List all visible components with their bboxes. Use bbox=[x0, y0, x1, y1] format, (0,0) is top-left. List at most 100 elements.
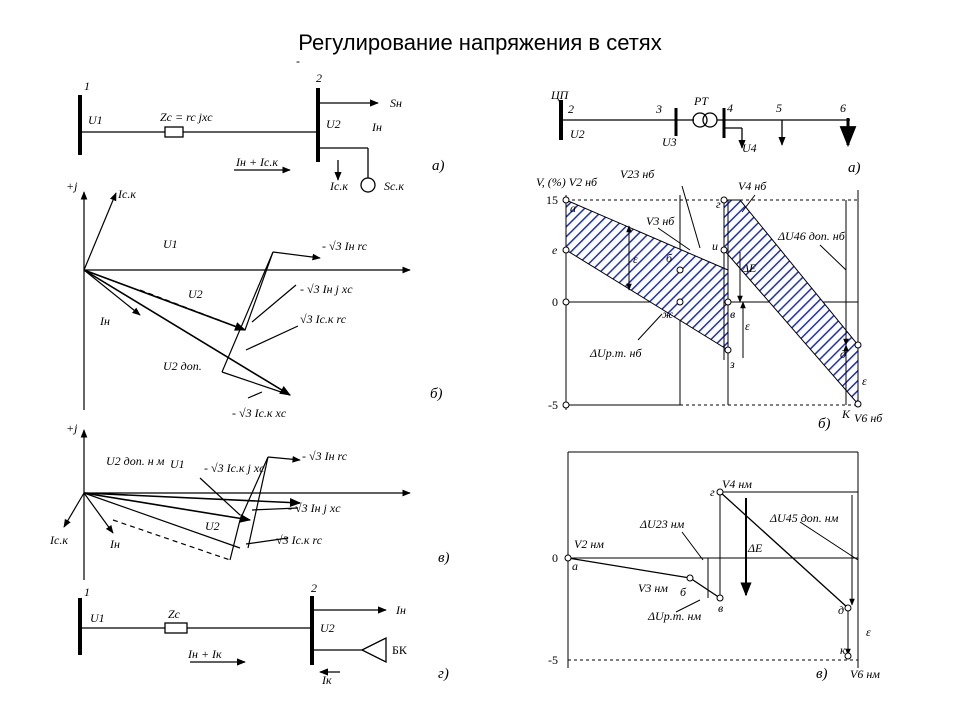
right-network-a bbox=[559, 100, 857, 149]
right-v-v: в bbox=[718, 601, 723, 615]
right-b-panel: б) bbox=[818, 416, 831, 432]
right-v-du23: ΔU23 нм bbox=[639, 517, 685, 531]
left-v-axis: +j bbox=[66, 421, 78, 435]
right-b-v6: V6 нб bbox=[854, 411, 883, 425]
right-b-k: К bbox=[841, 407, 851, 421]
right-b-eps3: ε bbox=[862, 374, 867, 388]
left-circuit-a bbox=[78, 88, 379, 193]
right-b-b: б bbox=[666, 251, 673, 265]
left-b-v2: - √3 Iн j xc bbox=[300, 282, 353, 296]
left-v-u1: U1 bbox=[170, 457, 185, 471]
right-b-z: з bbox=[729, 357, 735, 371]
right-b-t0: 0 bbox=[552, 295, 558, 309]
right-v-points bbox=[564, 488, 852, 660]
left-v-in: Iн bbox=[109, 537, 120, 551]
right-a-rt: РТ bbox=[693, 94, 709, 108]
transformer-coil-2-icon bbox=[702, 112, 718, 128]
right-b-v23: V23 нб bbox=[620, 167, 655, 181]
left-a-u2: U2 bbox=[326, 117, 341, 131]
right-a-u2: U2 bbox=[570, 127, 585, 141]
right-v-d: д bbox=[838, 603, 844, 617]
left-b-panel: б) bbox=[430, 386, 443, 402]
right-v-a: а bbox=[572, 559, 578, 573]
left-b-in: Iн bbox=[99, 314, 110, 328]
left-b-u2dop: U2 доп. bbox=[163, 359, 202, 373]
right-a-n3: 3 bbox=[655, 102, 662, 116]
impedance-g-resistor bbox=[164, 622, 188, 634]
right-v-v2: V2 нм bbox=[574, 537, 604, 551]
right-b-e: е bbox=[552, 243, 558, 257]
right-a-panel: а) bbox=[848, 160, 861, 176]
left-v-v4: √3 Iс.к rc bbox=[276, 533, 323, 547]
left-g-panel: г) bbox=[438, 666, 449, 682]
left-phasor-v bbox=[63, 429, 411, 580]
right-b-t15: 15 bbox=[546, 193, 558, 207]
left-a-isum: Iн + Iс.к bbox=[235, 155, 278, 169]
right-diagram-v bbox=[567, 451, 859, 668]
right-a-n2: 2 bbox=[568, 102, 574, 116]
left-a-u1: U1 bbox=[88, 113, 103, 127]
left-v-v1: - √3 Iс.к j xc bbox=[204, 461, 265, 475]
right-v-durt: ΔUр.т. нм bbox=[647, 609, 701, 623]
right-a-n6: 6 bbox=[840, 101, 846, 115]
right-v-t0: 0 bbox=[552, 551, 558, 565]
right-v-tm5: -5 bbox=[548, 653, 558, 667]
right-v-v6: V6 нм bbox=[850, 667, 880, 681]
right-a-u4: U4 bbox=[742, 141, 757, 155]
left-g-node2: 2 bbox=[311, 581, 317, 595]
right-b-durt: ΔUр.т. нб bbox=[589, 346, 642, 360]
right-b-du46: ΔU46 доп. нб bbox=[777, 229, 846, 243]
page-title: Регулирование напряжения в сетях bbox=[298, 30, 662, 55]
right-b-d: д bbox=[840, 347, 846, 361]
left-g-isum: Iн + Iк bbox=[187, 647, 222, 661]
right-b-v4: V4 нб bbox=[738, 179, 767, 193]
right-a-n5: 5 bbox=[776, 101, 782, 115]
right-b-eps: ε bbox=[633, 252, 638, 266]
right-v-du45: ΔU45 доп. нм bbox=[769, 511, 839, 525]
left-v-panel: в) bbox=[438, 550, 450, 566]
title-mark: - bbox=[296, 54, 300, 68]
right-v-de: ΔE bbox=[747, 541, 763, 555]
right-b-g: г bbox=[716, 197, 721, 211]
right-v-g: г bbox=[710, 485, 715, 499]
right-b-zh: ж bbox=[662, 307, 673, 321]
left-v-v3: - √3 Iн j xc bbox=[288, 501, 341, 515]
left-a-panel: а) bbox=[432, 158, 445, 174]
right-v-k: к bbox=[840, 643, 846, 657]
capacitor-bank-icon bbox=[360, 636, 387, 664]
impedance-resistor bbox=[164, 126, 184, 138]
right-v-b: б bbox=[680, 585, 687, 599]
left-a-in: Iн bbox=[371, 120, 382, 134]
left-v-v2: - √3 Iн rc bbox=[302, 449, 348, 463]
right-v-v4: V4 нм bbox=[722, 477, 752, 491]
left-a-isk: Iс.к bbox=[329, 179, 348, 193]
right-b-v: в bbox=[730, 307, 735, 321]
right-b-v3: V3 нб bbox=[646, 214, 675, 228]
left-b-axis: +j bbox=[66, 179, 78, 193]
left-v-u2: U2 bbox=[205, 519, 220, 533]
left-b-v3: √3 Iс.к rc bbox=[300, 312, 347, 326]
right-diagram-b bbox=[565, 185, 859, 410]
right-b-yhead: V, (%) V2 нб bbox=[536, 175, 598, 189]
left-g-u1: U1 bbox=[90, 611, 105, 625]
right-b-points bbox=[562, 196, 862, 409]
left-b-v1: - √3 Iн rc bbox=[322, 239, 368, 253]
left-a-ssk: Sс.к bbox=[384, 179, 404, 193]
right-b-eps2: ε bbox=[745, 319, 750, 333]
right-b-i: и bbox=[712, 239, 718, 253]
right-b-de: ΔE bbox=[741, 261, 757, 275]
right-a-u3: U3 bbox=[662, 135, 677, 149]
left-g-bk: БК bbox=[392, 643, 408, 657]
right-b-tm5: -5 bbox=[548, 398, 558, 412]
left-b-v4: - √3 Iс.к xc bbox=[232, 406, 287, 420]
left-g-u2: U2 bbox=[320, 621, 335, 635]
left-v-isk: Iс.к bbox=[49, 533, 68, 547]
left-v-u2dop: U2 доп. н м bbox=[106, 454, 165, 468]
left-g-ik: Iк bbox=[321, 673, 332, 687]
left-g-node1: 1 bbox=[84, 585, 90, 599]
sync-compensator-icon bbox=[360, 177, 376, 193]
left-a-sn: Sн bbox=[390, 96, 402, 110]
right-a-shp: ЦП bbox=[550, 88, 570, 102]
left-a-node1: 1 bbox=[84, 79, 90, 93]
